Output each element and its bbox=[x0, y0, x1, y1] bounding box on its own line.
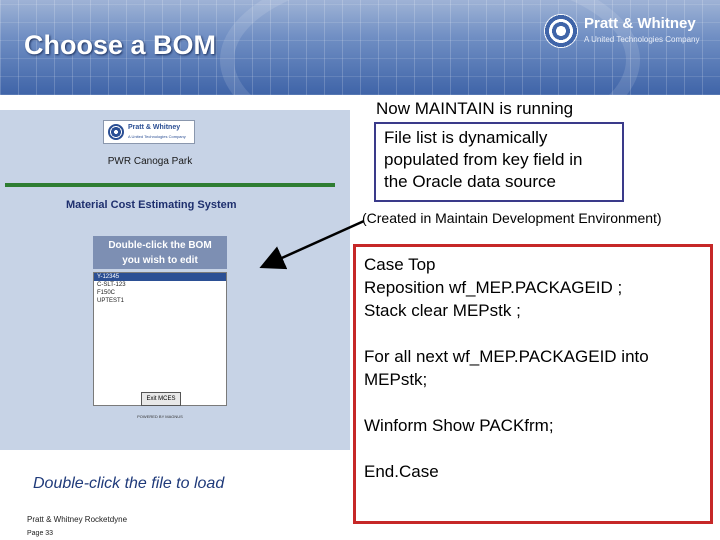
code-line: For all next wf_MEP.PACKAGEID into bbox=[364, 347, 649, 366]
note-line: File list is dynamically bbox=[384, 128, 548, 147]
app-logo-icon bbox=[108, 124, 124, 140]
code-box: Case Top Reposition wf_MEP.PACKAGEID ; S… bbox=[353, 244, 713, 524]
app-logo-subtitle: A United Technologies Company bbox=[128, 134, 186, 139]
list-item[interactable]: Y-12345 bbox=[94, 273, 226, 281]
pw-eagle-icon bbox=[544, 14, 578, 48]
app-site-name: PWR Canoga Park bbox=[107, 156, 193, 167]
code-line: Winform Show PACKfrm; bbox=[364, 416, 554, 435]
footer-company: Pratt & Whitney Rocketdyne bbox=[27, 515, 128, 524]
slide-title: Choose a BOM bbox=[24, 30, 217, 60]
bom-prompt-line1: Double-click the BOM bbox=[108, 240, 212, 251]
logo-subtitle: A United Technologies Company bbox=[584, 35, 700, 44]
powered-by-label: POWERED BY MAGNUS bbox=[137, 414, 183, 419]
app-logo-name: Pratt & Whitney bbox=[128, 124, 181, 131]
bom-prompt-line2: you wish to edit bbox=[122, 255, 198, 266]
footer-page-number: Page 33 bbox=[27, 530, 54, 537]
code-line: Reposition wf_MEP.PACKAGEID ; bbox=[364, 278, 623, 297]
app-screenshot: Pratt & Whitney A United Technologies Co… bbox=[0, 110, 350, 450]
app-system-title: Material Cost Estimating System bbox=[66, 199, 237, 211]
running-status: Now MAINTAIN is running bbox=[376, 99, 574, 118]
pratt-whitney-logo: Pratt & Whitney A United Technologies Co… bbox=[544, 12, 714, 52]
code-line: End.Case bbox=[364, 462, 439, 481]
logo-name: Pratt & Whitney bbox=[584, 15, 696, 32]
load-caption: Double-click the file to load bbox=[33, 475, 225, 492]
list-item[interactable]: F150C bbox=[97, 290, 116, 296]
slide-header: Choose a BOM Pratt & Whitney A United Te… bbox=[0, 0, 720, 95]
bom-prompt: Double-click the BOM you wish to edit bbox=[93, 236, 227, 269]
exit-mces-button[interactable]: Exit MCES bbox=[141, 392, 181, 406]
app-logo: Pratt & Whitney A United Technologies Co… bbox=[103, 120, 195, 144]
code-line: Stack clear MEPstk ; bbox=[364, 301, 521, 320]
note-line: populated from key field in bbox=[384, 150, 583, 169]
code-line: Case Top bbox=[364, 255, 436, 274]
created-note: (Created in Maintain Development Environ… bbox=[362, 210, 662, 226]
app-divider bbox=[5, 183, 335, 187]
bom-file-list[interactable]: Y-12345 C-SLT-123 F150C UPTEST1 bbox=[93, 272, 227, 406]
list-item[interactable]: C-SLT-123 bbox=[97, 282, 126, 288]
note-line: the Oracle data source bbox=[384, 172, 556, 191]
note-box: File list is dynamically populated from … bbox=[374, 122, 624, 202]
list-item[interactable]: UPTEST1 bbox=[97, 298, 125, 304]
code-line: MEPstk; bbox=[364, 370, 428, 389]
